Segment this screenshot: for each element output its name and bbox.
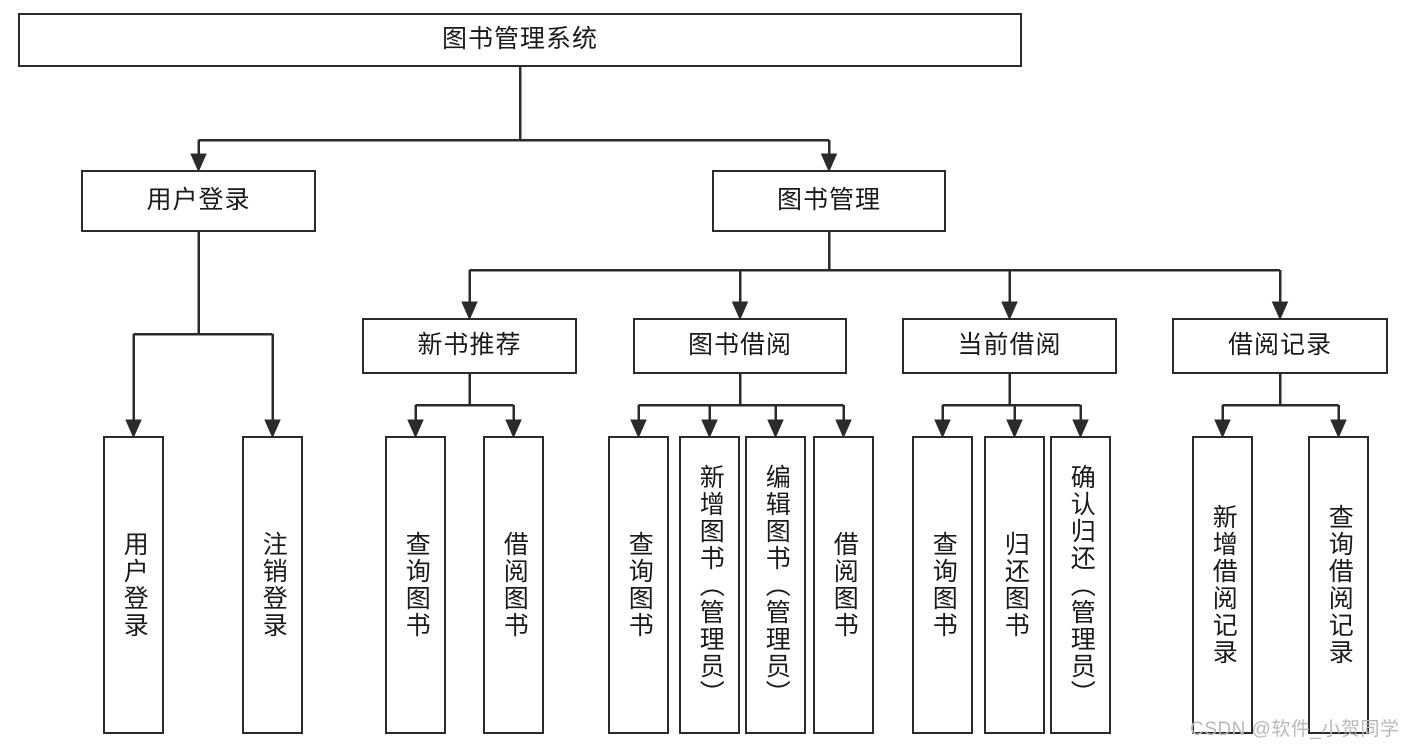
node-label: 图书借阅 — [687, 331, 792, 360]
node-label-wrap: 查询图书 — [914, 438, 971, 732]
node-label: 查询图书 — [929, 531, 958, 639]
node-label: 查询借阅记录 — [1325, 504, 1354, 666]
node-label-wrap: 注销登录 — [244, 438, 301, 732]
arrowhead — [1214, 419, 1231, 439]
watermark-text: CSDN @软件_小贺同学 — [1190, 719, 1400, 740]
node-current: 当前借阅 — [902, 318, 1117, 374]
node-label-wrap: 查询图书 — [387, 438, 444, 732]
node-leaf-rec-2: 查询借阅记录 — [1308, 436, 1369, 734]
node-label: 新增借阅记录 — [1209, 504, 1238, 666]
node-leaf-bor-2: 新增图书（管理员） — [679, 436, 740, 734]
node-label-wrap: 归还图书 — [986, 438, 1043, 732]
arrowhead — [701, 419, 718, 439]
node-leaf-rec-1: 新增借阅记录 — [1192, 436, 1253, 734]
arrowhead — [125, 419, 142, 439]
arrowhead — [934, 419, 951, 439]
arrowhead — [1072, 419, 1089, 439]
arrowhead — [1006, 419, 1023, 439]
node-label: 新增图书（管理员） — [696, 463, 725, 707]
node-label-wrap: 借阅图书 — [815, 438, 872, 732]
node-login: 用户登录 — [81, 170, 316, 232]
arrowhead — [505, 419, 522, 439]
node-root: 图书管理系统 — [18, 13, 1022, 67]
node-newbook: 新书推荐 — [362, 318, 577, 374]
node-leaf-login-1: 用户登录 — [103, 436, 164, 734]
node-leaf-new-1: 查询图书 — [385, 436, 446, 734]
node-label: 确认归还（管理员） — [1067, 463, 1096, 707]
node-label: 借阅图书 — [500, 531, 529, 639]
arrowhead — [190, 153, 207, 173]
node-leaf-login-2: 注销登录 — [242, 436, 303, 734]
node-label-wrap: 查询借阅记录 — [1310, 438, 1367, 732]
node-label-wrap: 新增借阅记录 — [1194, 438, 1251, 732]
node-label: 查询图书 — [625, 531, 654, 639]
node-label-wrap: 新增图书（管理员） — [681, 438, 738, 732]
node-leaf-cur-3: 确认归还（管理员） — [1050, 436, 1111, 734]
node-label: 用户登录 — [120, 531, 149, 639]
node-label-wrap: 用户登录 — [105, 438, 162, 732]
node-leaf-bor-1: 查询图书 — [608, 436, 669, 734]
node-label-wrap: 查询图书 — [610, 438, 667, 732]
arrowhead — [461, 301, 478, 321]
arrowhead — [1001, 301, 1018, 321]
node-label: 注销登录 — [259, 531, 288, 639]
node-records: 借阅记录 — [1172, 318, 1388, 374]
arrowhead — [264, 419, 281, 439]
node-label: 图书管理 — [776, 186, 881, 215]
node-leaf-cur-1: 查询图书 — [912, 436, 973, 734]
node-label: 借阅记录 — [1227, 331, 1332, 360]
node-label: 归还图书 — [1001, 531, 1030, 639]
node-label: 编辑图书（管理员） — [762, 463, 791, 707]
node-label-wrap: 确认归还（管理员） — [1052, 438, 1109, 732]
arrowhead — [835, 419, 852, 439]
arrowhead — [1271, 301, 1289, 321]
node-label: 当前借阅 — [957, 331, 1062, 360]
node-label: 用户登录 — [146, 186, 251, 215]
node-leaf-bor-3: 编辑图书（管理员） — [745, 436, 806, 734]
node-label: 借阅图书 — [830, 531, 859, 639]
node-borrow: 图书借阅 — [633, 318, 847, 374]
node-leaf-cur-2: 归还图书 — [984, 436, 1045, 734]
arrowhead — [407, 419, 424, 439]
node-label-wrap: 编辑图书（管理员） — [747, 438, 804, 732]
node-bookmgmt: 图书管理 — [712, 170, 946, 232]
node-label-wrap: 借阅图书 — [485, 438, 542, 732]
node-leaf-bor-4: 借阅图书 — [813, 436, 874, 734]
node-leaf-new-2: 借阅图书 — [483, 436, 544, 734]
node-label: 新书推荐 — [417, 331, 522, 360]
arrowhead — [1330, 419, 1347, 439]
arrowhead — [767, 419, 784, 439]
node-label: 图书管理系统 — [441, 25, 598, 54]
arrowhead — [630, 419, 647, 439]
arrowhead — [820, 153, 838, 173]
arrowhead — [731, 301, 749, 321]
node-label: 查询图书 — [402, 531, 431, 639]
